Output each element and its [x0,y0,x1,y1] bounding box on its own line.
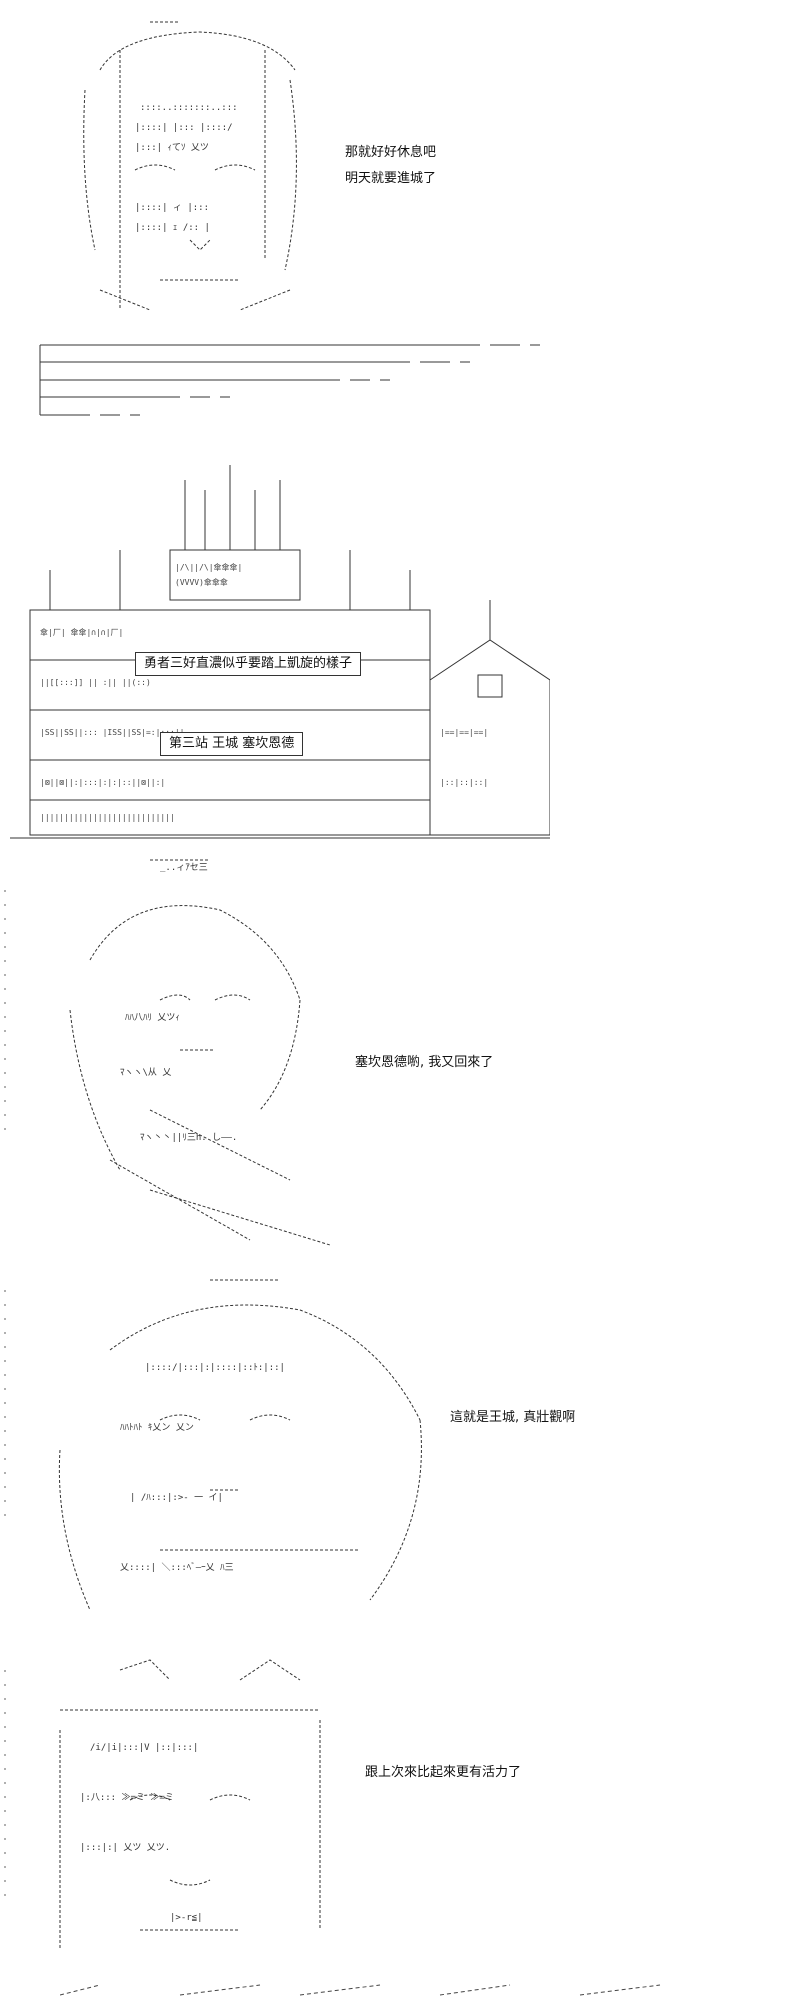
svg-text:ﾊﾊﾄﾊﾄ ｷ乂ン 乂ン: ﾊﾊﾄﾊﾄ ｷ乂ン 乂ン [120,1423,194,1433]
svg-text:|::::| ｪ /:: |: |::::| ｪ /:: | [135,223,210,233]
ascii-art-character-icon: /i/|i|:::|V |::|:::| |:八::: ≫=ミ ≫=ミ |:::… [40,1650,340,1970]
svg-text:|::|::|::|: |::|::|::| [440,778,488,787]
svg-text:|::::/|:::|:|::::|::ﾄ:|::|: |::::/|:::|:|::::|::ﾄ:|::| [145,1363,285,1373]
margin-dots [4,1290,8,1528]
speed-lines [30,340,570,430]
svg-text:|==|==|==|: |==|==|==| [440,728,488,737]
caption-line: 跟上次來比起來更有活力了 [365,1765,522,1780]
caption-line: 塞坎恩德喲, 我又回來了 [355,1055,494,1070]
svg-text:::::..:::::::..:::: ::::..:::::::..::: [140,103,238,113]
svg-text:||[[:::]] || :|| ||(::): ||[[:::]] || :|| ||(::) [40,678,151,687]
svg-text:ﾏヽ丶丶||ﾘ三h. し——.: ﾏヽ丶丶||ﾘ三h. し——. [140,1132,237,1143]
svg-text:/i/|i|:::|V |::|:::|: /i/|i|:::|V |::|:::| [90,1743,198,1753]
svg-text:ﾏヽヽ\从 乂: ﾏヽヽ\从 乂 [120,1067,171,1078]
caption-sign-top: 勇者三好直濃似乎要踏上凱旋的樣子 [135,652,362,676]
svg-text:||||||||||||||||||||||||||||: |||||||||||||||||||||||||||| [40,813,175,822]
bottom-border-fragment [60,1980,760,2000]
svg-text:|:::|:| 乂ツ 乂ツ.: |:::|:| 乂ツ 乂ツ. [80,1843,170,1853]
caption-sign-bottom: 第三站 王城 塞坎恩德 [160,732,304,756]
svg-text:_..ィｱセ三: _..ィｱセ三 [160,862,208,873]
caption-line: 那就好好休息吧 [345,145,437,160]
panel-1: ::::..:::::::..::: |::::| |::: |::::/ |:… [0,0,800,440]
svg-text:|>-r≦|: |>-r≦| [170,1913,203,1923]
svg-text:|:八::: ≫=ミ ≫=ミ: |:八::: ≫=ミ ≫=ミ [80,1793,174,1803]
svg-text:|::::| |::: |::::/: |::::| |::: |::::/ [135,123,233,133]
ascii-art-character-icon: _..ィｱセ三 ﾊﾊ八ﾊﾘ 乂ツｨ ﾏヽヽ\从 乂 ﾏヽ丶丶||ﾘ三h. し——… [30,850,330,1250]
caption-line: 明天就要進城了 [345,171,437,186]
svg-text:乂::::| ＼:::ﾍﾞ―ｰ乂 ﾊ三: 乂::::| ＼:::ﾍﾞ―ｰ乂 ﾊ三 [120,1562,234,1573]
svg-text:ﾊﾊ八ﾊﾘ 乂ツｨ: ﾊﾊ八ﾊﾘ 乂ツｨ [125,1013,180,1023]
ascii-art-face-icon: ::::..:::::::..::: |::::| |::: |::::/ |:… [40,10,360,330]
panel-2: |/\||/\|傘傘傘| (VVVV)傘傘傘 傘|厂| 傘傘|∩|∩|厂| ||… [0,460,800,850]
caption-panel-1: 那就好好休息吧 明天就要進城了 [345,140,436,192]
margin-dots [4,1670,8,1908]
svg-text:|/\||/\|傘傘傘|: |/\||/\|傘傘傘| [175,562,242,572]
ascii-art-character-icon: |::::/|:::|:|::::|::ﾄ:|::| ﾊﾊﾄﾊﾄ ｷ乂ン 乂ン … [40,1270,440,1630]
svg-text:(VVVV)傘傘傘: (VVVV)傘傘傘 [175,577,228,587]
ascii-art-castle-icon: |/\||/\|傘傘傘| (VVVV)傘傘傘 傘|厂| 傘傘|∩|∩|厂| ||… [10,460,550,840]
panel-5: /i/|i|:::|V |::|:::| |:八::: ≫=ミ ≫=ミ |:::… [0,1650,800,2000]
caption-panel-3: 塞坎恩德喲, 我又回來了 [355,1050,493,1076]
caption-line: 這就是王城, 真壯觀啊 [450,1410,576,1425]
svg-text:傘|厂| 傘傘|∩|∩|厂|: 傘|厂| 傘傘|∩|∩|厂| [40,627,123,637]
svg-text:| /ﾊ:::|:>- 一 イ|: | /ﾊ:::|:>- 一 イ| [130,1493,223,1503]
svg-text:|:::| ｨてｿ 乂ツ: |:::| ｨてｿ 乂ツ [135,143,209,153]
caption-panel-5: 跟上次來比起來更有活力了 [365,1760,521,1786]
svg-text:|⊠||⊠||:|:::|:|:|::||⊠||:|: |⊠||⊠||:|:::|:|:|::||⊠||:| [40,778,165,787]
caption-panel-4: 這就是王城, 真壯觀啊 [450,1405,575,1431]
margin-dots [4,890,8,1142]
panel-4: |::::/|:::|:|::::|::ﾄ:|::| ﾊﾊﾄﾊﾄ ｷ乂ン 乂ン … [0,1270,800,1640]
svg-text:|::::| ィ |:::: |::::| ィ |::: [135,203,209,213]
panel-3: _..ィｱセ三 ﾊﾊ八ﾊﾘ 乂ツｨ ﾏヽヽ\从 乂 ﾏヽ丶丶||ﾘ三h. し——… [0,850,800,1260]
svg-text:|SS||SS||::: |ISS||SS|=:|:::||: |SS||SS||::: |ISS||SS|=:|:::|| [40,728,185,737]
